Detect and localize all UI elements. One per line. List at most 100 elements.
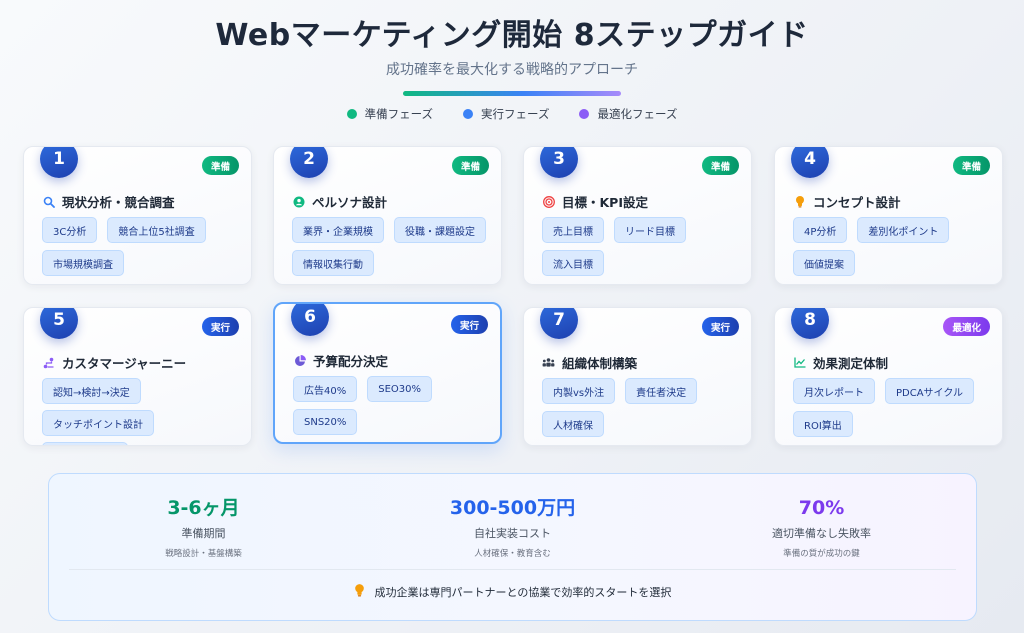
tag: SNS20% bbox=[293, 409, 358, 435]
stat-cost: 300-500万円 自社実装コスト 人材確保・教育含む bbox=[358, 496, 667, 559]
tag: 認知→検討→決定 bbox=[42, 378, 141, 404]
step-card-4[interactable]: 4 準備 コンセプト設計 4P分析 差別化ポイント 価値提案 bbox=[774, 146, 1003, 285]
phase-badge: 実行 bbox=[701, 317, 739, 336]
step-title: 組織体制構築 bbox=[542, 353, 637, 372]
stat-label: 適切準備なし失敗率 bbox=[772, 527, 871, 540]
stat-value: 3-6ヶ月 bbox=[167, 497, 240, 519]
stat-failure-rate: 70% 適切準備なし失敗率 準備の質が成功の鍵 bbox=[667, 496, 976, 559]
tag: 月次レポート bbox=[793, 378, 875, 404]
stat-sub: 人材確保・教育含む bbox=[474, 549, 551, 559]
tag: 3C分析 bbox=[42, 217, 98, 243]
search-icon bbox=[42, 195, 55, 208]
tag-list: 4P分析 差別化ポイント 価値提案 bbox=[793, 217, 993, 276]
summary-note: 成功企業は専門パートナーとの協業で効率的スタートを選択 bbox=[49, 583, 976, 600]
stat-value: 300-500万円 bbox=[449, 497, 576, 519]
stat-label: 自社実装コスト bbox=[474, 527, 551, 540]
legend-label: 実行フェーズ bbox=[481, 107, 550, 121]
step-number: 4 bbox=[791, 147, 829, 178]
stat-value: 70% bbox=[798, 497, 845, 519]
phase-badge: 準備 bbox=[952, 156, 990, 175]
route-icon bbox=[42, 356, 55, 369]
tag-list: 売上目標 リード目標 流入目標 bbox=[542, 217, 742, 276]
step-title-text: ペルソナ設計 bbox=[312, 195, 388, 210]
legend-label: 準備フェーズ bbox=[364, 107, 434, 121]
step-title-text: コンセプト設計 bbox=[813, 195, 901, 210]
tag-list: 月次レポート PDCAサイクル ROI算出 bbox=[793, 378, 993, 437]
stat-prep-period: 3-6ヶ月 準備期間 戦略設計・基盤構築 bbox=[49, 496, 358, 559]
line-chart-icon bbox=[793, 356, 806, 369]
tag: 4P分析 bbox=[793, 217, 848, 243]
tag: 内製vs外注 bbox=[542, 378, 616, 404]
step-card-6[interactable]: 6 実行 予算配分決定 広告40% SEO30% SNS20% bbox=[273, 302, 502, 444]
legend-item-prep: 準備フェーズ bbox=[346, 106, 434, 122]
legend-label: 最適化フェーズ bbox=[597, 107, 678, 121]
user-icon bbox=[292, 195, 305, 208]
step-title-text: 予算配分決定 bbox=[313, 354, 389, 369]
page-title: Webマーケティング開始 8ステップガイド bbox=[215, 18, 809, 53]
step-title: 予算配分決定 bbox=[293, 351, 388, 370]
tag: 業界・企業規模 bbox=[292, 217, 384, 243]
step-number: 5 bbox=[40, 308, 78, 339]
tag: 責任者決定 bbox=[625, 378, 698, 404]
step-title-text: 現状分析・競合調査 bbox=[62, 195, 175, 210]
tag-list: 認知→検討→決定 タッチポイント設計 bbox=[42, 378, 242, 445]
step-title: 目標・KPI設定 bbox=[542, 192, 648, 211]
stat-sub: 戦略設計・基盤構築 bbox=[165, 549, 242, 559]
gradient-divider bbox=[403, 91, 621, 96]
team-icon bbox=[542, 356, 555, 369]
step-number: 2 bbox=[290, 147, 328, 178]
step-number: 7 bbox=[540, 308, 578, 339]
tag: 役職・課題設定 bbox=[394, 217, 486, 243]
legend-item-opt: 最適化フェーズ bbox=[579, 106, 677, 122]
tag: リード目標 bbox=[614, 217, 686, 243]
tag: 流入目標 bbox=[542, 250, 604, 276]
page-subtitle: 成功確率を最大化する戦略的アプローチ bbox=[386, 62, 638, 78]
phase-legend: 準備フェーズ 実行フェーズ 最適化フェーズ bbox=[0, 106, 1024, 122]
header: Webマーケティング開始 8ステップガイド 成功確率を最大化する戦略的アプローチ… bbox=[0, 14, 1024, 122]
step-card-7[interactable]: 7 実行 組織体制構築 内製vs外注 責任者決定 人材確保 bbox=[523, 307, 752, 446]
tag: 売上目標 bbox=[542, 217, 604, 243]
step-title: カスタマージャーニー bbox=[42, 353, 186, 372]
stat-label: 準備期間 bbox=[181, 527, 226, 540]
tag-list: 内製vs外注 責任者決定 人材確保 bbox=[542, 378, 742, 437]
step-card-1[interactable]: 1 準備 現状分析・競合調査 3C分析 競合上位5社調査 市場規模調査 bbox=[23, 146, 252, 285]
tag: ROI算出 bbox=[793, 411, 853, 437]
target-icon bbox=[542, 195, 555, 208]
summary-divider bbox=[69, 569, 956, 570]
step-number: 6 bbox=[291, 304, 329, 336]
tag-list: 業界・企業規模 役職・課題設定 情報収集行動 bbox=[292, 217, 492, 276]
tag-clipped bbox=[42, 442, 128, 445]
step-title: コンセプト設計 bbox=[793, 192, 901, 211]
step-title-text: カスタマージャーニー bbox=[62, 356, 187, 371]
tag: 価値提案 bbox=[793, 250, 855, 276]
phase-badge: 準備 bbox=[201, 156, 239, 175]
lightbulb-icon bbox=[354, 583, 365, 600]
green-dot-icon bbox=[346, 109, 357, 119]
note-text: 成功企業は専門パートナーとの協業で効率的スタートを選択 bbox=[374, 585, 672, 599]
step-card-3[interactable]: 3 準備 目標・KPI設定 売上目標 リード目標 流入目標 bbox=[523, 146, 752, 285]
step-title: 効果測定体制 bbox=[793, 353, 888, 372]
step-card-8[interactable]: 8 最適化 効果測定体制 月次レポート PDCAサイクル ROI算出 bbox=[774, 307, 1003, 446]
tag: 人材確保 bbox=[542, 411, 604, 437]
step-title: 現状分析・競合調査 bbox=[42, 192, 175, 211]
step-card-5[interactable]: 5 実行 カスタマージャーニー 認知→検討→決定 タッチポイント設計 bbox=[23, 307, 252, 446]
phase-badge: 実行 bbox=[201, 317, 239, 336]
step-card-2[interactable]: 2 準備 ペルソナ設計 業界・企業規模 役職・課題設定 情報収集行動 bbox=[273, 146, 502, 285]
phase-badge: 最適化 bbox=[943, 317, 990, 336]
tag: 差別化ポイント bbox=[857, 217, 950, 243]
pie-chart-icon bbox=[293, 354, 306, 367]
step-title-text: 効果測定体制 bbox=[813, 356, 889, 371]
tag: PDCAサイクル bbox=[885, 378, 975, 404]
blue-dot-icon bbox=[463, 109, 474, 119]
tag: 情報収集行動 bbox=[292, 250, 374, 276]
legend-item-exec: 実行フェーズ bbox=[463, 106, 549, 122]
step-number: 8 bbox=[791, 308, 829, 339]
step-number: 1 bbox=[40, 147, 78, 178]
phase-badge: 準備 bbox=[701, 156, 739, 175]
phase-badge: 準備 bbox=[451, 156, 489, 175]
tag: 広告40% bbox=[293, 376, 358, 402]
tag-list: 広告40% SEO30% SNS20% bbox=[293, 376, 493, 435]
stat-sub: 準備の質が成功の鍵 bbox=[783, 549, 860, 559]
tag: 市場規模調査 bbox=[42, 250, 124, 276]
purple-dot-icon bbox=[579, 109, 590, 119]
